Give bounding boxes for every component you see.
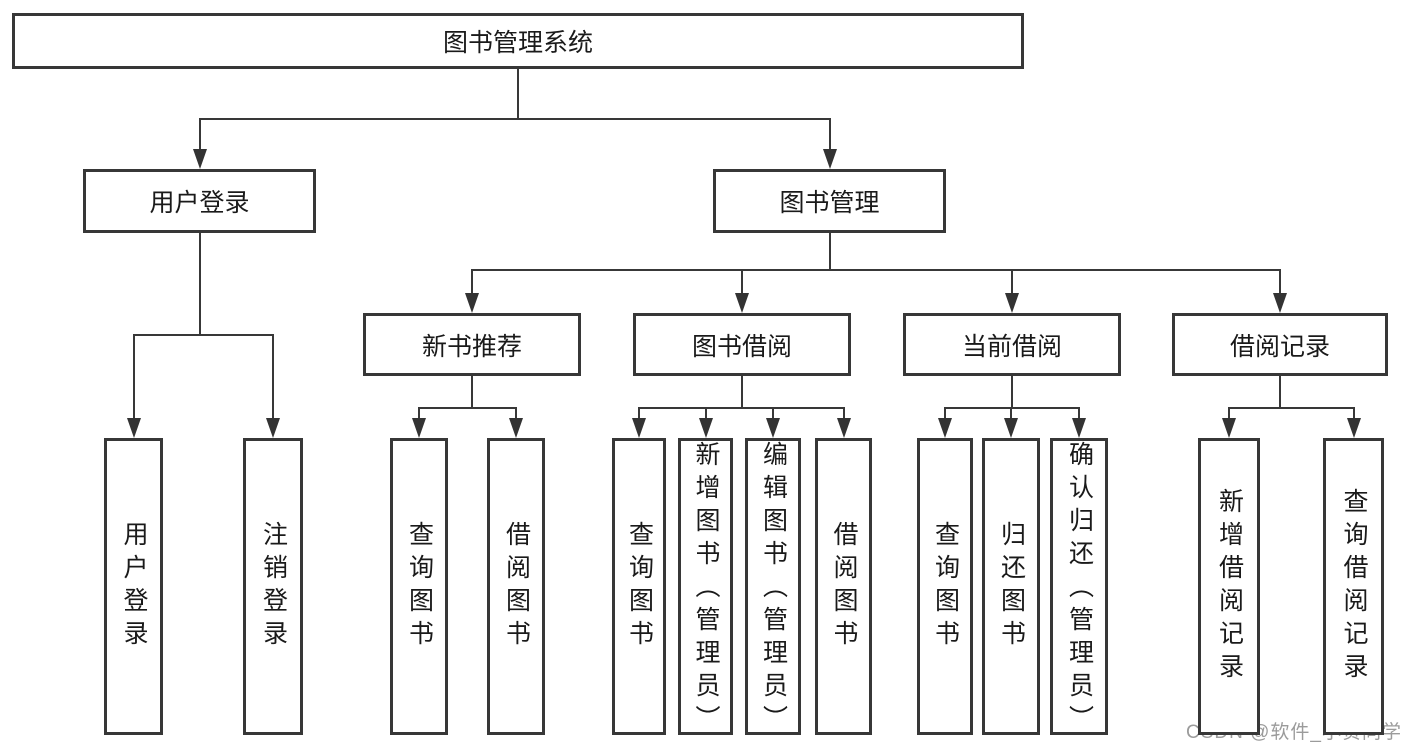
node-login: 用户登录 (104, 438, 163, 735)
node-borrow-records: 借阅记录 (1172, 313, 1388, 376)
connector-vline (471, 376, 473, 408)
node-label: 图书管理 (779, 189, 880, 217)
node-label: 图书管理系统 (442, 29, 593, 57)
arrow-down-icon (1273, 293, 1287, 313)
node-label: 用户登录 (120, 520, 148, 653)
arrow-down-icon (822, 149, 837, 169)
connector-vline (1010, 408, 1012, 420)
node-label: 新增图书（管理员） (692, 441, 720, 738)
node-borrow-book-1: 借阅图书 (487, 438, 545, 735)
node-query-borrow-record: 查询借阅记录 (1323, 438, 1384, 735)
connector-vline (515, 408, 517, 420)
node-label: 归还图书 (997, 520, 1026, 653)
node-label: 查询图书 (931, 520, 960, 653)
node-confirm-return: 确认归还（管理员） (1050, 438, 1108, 738)
connector-vline (1011, 376, 1013, 408)
connector-vline (198, 233, 201, 335)
node-current-borrow: 当前借阅 (903, 313, 1121, 376)
connector-vline (1279, 270, 1281, 295)
connector-vline (132, 335, 135, 420)
connector-vline (828, 233, 831, 270)
arrow-down-icon (1004, 418, 1018, 438)
connector-hline (418, 407, 517, 409)
node-label: 新书推荐 (421, 332, 522, 361)
connector-vline (842, 408, 845, 420)
connector-vline (1279, 376, 1281, 408)
connector-vline (638, 408, 640, 420)
node-borrow-book-2: 借阅图书 (815, 438, 872, 735)
arrow-down-icon (1005, 293, 1019, 313)
node-label: 查询借阅记录 (1340, 487, 1368, 686)
arrow-down-icon (1346, 418, 1361, 438)
connector-hline (471, 269, 1281, 271)
node-book-borrow: 图书借阅 (633, 313, 851, 376)
connector-vline (1011, 270, 1013, 295)
node-label: 确认归还（管理员） (1065, 441, 1094, 738)
node-label: 借阅图书 (502, 520, 531, 653)
arrow-down-icon (735, 293, 749, 313)
node-label: 查询图书 (405, 520, 434, 653)
node-label: 查询图书 (625, 520, 654, 653)
arrow-down-icon (938, 418, 952, 438)
node-return-book: 归还图书 (982, 438, 1040, 735)
node-query-book-3: 查询图书 (917, 438, 973, 735)
node-root: 图书管理系统 (12, 13, 1024, 69)
connector-vline (1352, 408, 1355, 420)
arrow-down-icon (836, 418, 851, 438)
node-label: 借阅图书 (830, 520, 858, 653)
connector-vline (517, 69, 519, 119)
node-query-book-2: 查询图书 (612, 438, 666, 735)
connector-vline (1228, 408, 1230, 420)
arrow-down-icon (509, 418, 523, 438)
arrow-down-icon (126, 418, 141, 438)
node-label: 编辑图书（管理员） (759, 441, 788, 738)
node-add-borrow-record: 新增借阅记录 (1198, 438, 1260, 735)
connector-vline (198, 119, 201, 151)
node-new-book-rec: 新书推荐 (363, 313, 581, 376)
connector-vline (741, 376, 743, 408)
node-user-login: 用户登录 (83, 169, 316, 233)
node-label: 用户登录 (149, 189, 250, 217)
arrow-down-icon (1222, 418, 1236, 438)
connector-vline (1078, 408, 1080, 420)
node-edit-book: 编辑图书（管理员） (745, 438, 801, 738)
arrow-down-icon (412, 418, 426, 438)
connector-vline (272, 335, 274, 420)
node-label: 图书借阅 (691, 332, 792, 361)
connector-hline (944, 407, 1080, 409)
connector-vline (828, 119, 831, 151)
connector-hline (1228, 407, 1355, 409)
node-label: 当前借阅 (961, 332, 1062, 361)
connector-vline (741, 270, 743, 295)
connector-vline (704, 408, 707, 420)
arrow-down-icon (698, 418, 713, 438)
node-logout: 注销登录 (243, 438, 303, 735)
connector-vline (944, 408, 946, 420)
arrow-down-icon (766, 418, 780, 438)
arrow-down-icon (465, 293, 479, 313)
node-label: 借阅记录 (1229, 332, 1330, 361)
connector-hline (132, 334, 274, 336)
node-add-book: 新增图书（管理员） (678, 438, 733, 738)
arrow-down-icon (1072, 418, 1086, 438)
arrow-down-icon (632, 418, 646, 438)
connector-vline (418, 408, 420, 420)
node-query-book-1: 查询图书 (390, 438, 448, 735)
connector-hline (198, 118, 831, 120)
connector-vline (772, 408, 774, 420)
node-book-mgmt: 图书管理 (713, 169, 946, 233)
connector-hline (638, 407, 845, 409)
node-label: 注销登录 (259, 520, 288, 653)
node-label: 新增借阅记录 (1215, 487, 1244, 686)
arrow-down-icon (266, 418, 280, 438)
connector-vline (471, 270, 473, 295)
arrow-down-icon (192, 149, 207, 169)
